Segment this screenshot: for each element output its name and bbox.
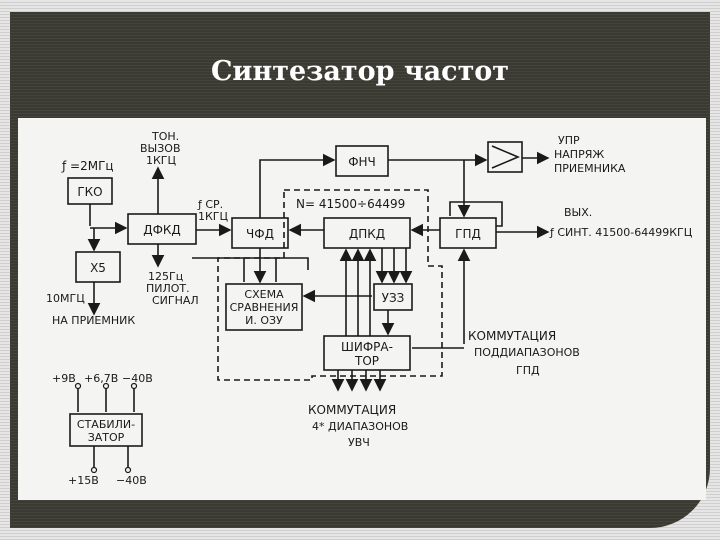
block-uzz-label: УЗЗ bbox=[382, 291, 405, 305]
label-v9: +9В bbox=[52, 372, 76, 385]
amplifier-box bbox=[487, 141, 523, 173]
label-v15: +15В bbox=[68, 474, 99, 487]
block-dpkd bbox=[323, 217, 411, 249]
block-gpd-label: ГПД bbox=[455, 227, 481, 241]
label-f2mhz: ƒ =2МГц bbox=[61, 159, 114, 173]
label-ton-1: ТОН. bbox=[151, 130, 179, 143]
wire-bus-horizontal bbox=[192, 257, 309, 270]
amplifier-triangle bbox=[491, 145, 521, 169]
shifrator-line-1: ШИФРА- bbox=[341, 340, 393, 354]
gpd-feedback bbox=[449, 201, 503, 227]
label-ton-2: ВЫЗОВ bbox=[140, 142, 181, 155]
block-dfkd bbox=[127, 213, 197, 245]
label-vm40-bottom: −40В bbox=[116, 474, 147, 487]
label-fsr-2: 1КГЦ bbox=[198, 210, 229, 223]
label-na-priemnik: НА ПРИЕМНИК bbox=[52, 314, 135, 327]
block-fnch-label: ФНЧ bbox=[348, 155, 376, 169]
label-komm2-2: 4* ДИАПАЗОНОВ bbox=[312, 420, 408, 433]
block-stabilizer bbox=[69, 413, 143, 447]
scanned-diagram: ГКО Х5 ДФКД ЧФД ДПКД ФНЧ ГПД УЗЗ СХЕМА С… bbox=[18, 118, 706, 500]
label-pilot-3: СИГНАЛ bbox=[152, 294, 199, 307]
label-vm40-top: −40В bbox=[122, 372, 153, 385]
wire-chfd-fnch bbox=[259, 153, 336, 218]
block-diagram: ГКО Х5 ДФКД ЧФД ДПКД ФНЧ ГПД УЗЗ СХЕМА С… bbox=[46, 130, 693, 487]
block-dfkd-label: ДФКД bbox=[143, 223, 181, 237]
scheme-line-1: СХЕМА bbox=[244, 288, 284, 301]
stabilizer-line-2: ЗАТОР bbox=[88, 431, 125, 444]
block-x5 bbox=[75, 251, 121, 283]
block-uzz bbox=[373, 283, 413, 311]
label-upr-3: ПРИЕМНИКА bbox=[554, 162, 626, 175]
label-vyh: ВЫХ. bbox=[564, 206, 592, 219]
block-gko-label: ГКО bbox=[77, 185, 102, 199]
shifrator-line-2: ТОР bbox=[354, 354, 379, 368]
scheme-line-3: И. ОЗУ bbox=[245, 314, 283, 327]
label-n-range: N= 41500÷64499 bbox=[296, 197, 405, 211]
slide-title: Синтезатор частот bbox=[210, 56, 510, 87]
label-pilot-2: ПИЛОТ. bbox=[146, 282, 190, 295]
block-dpkd-label: ДПКД bbox=[349, 227, 385, 241]
label-komm2-1: КОММУТАЦИЯ bbox=[308, 403, 396, 417]
label-fsr-1: ƒ СР. bbox=[197, 198, 223, 211]
block-shifrator bbox=[323, 335, 411, 371]
label-upr-2: НАПРЯЖ bbox=[554, 148, 604, 161]
label-komm2-3: УВЧ bbox=[348, 436, 370, 449]
block-fnch bbox=[335, 145, 389, 177]
block-x5-label: Х5 bbox=[90, 261, 106, 275]
block-gpd bbox=[439, 217, 497, 249]
label-10mhz: 10МГЦ bbox=[46, 292, 85, 305]
block-chfd-label: ЧФД bbox=[246, 227, 274, 241]
label-v67: +6,7В bbox=[84, 372, 118, 385]
scheme-line-2: СРАВНЕНИЯ bbox=[230, 301, 299, 314]
label-komm1-1: КОММУТАЦИЯ bbox=[468, 329, 556, 343]
block-scheme bbox=[225, 283, 303, 331]
label-fsint: ƒ СИНТ. 41500-64499КГЦ bbox=[549, 226, 693, 239]
label-ton-3: 1КГЦ bbox=[146, 154, 177, 167]
label-pilot-1: 125Гц bbox=[148, 270, 183, 283]
label-komm1-2: ПОДДИАПАЗОНОВ bbox=[474, 346, 580, 359]
stabilizer-line-1: СТАБИЛИ- bbox=[77, 418, 135, 431]
label-upr-1: УПР bbox=[558, 134, 580, 147]
label-komm1-3: ГПД bbox=[516, 364, 540, 377]
